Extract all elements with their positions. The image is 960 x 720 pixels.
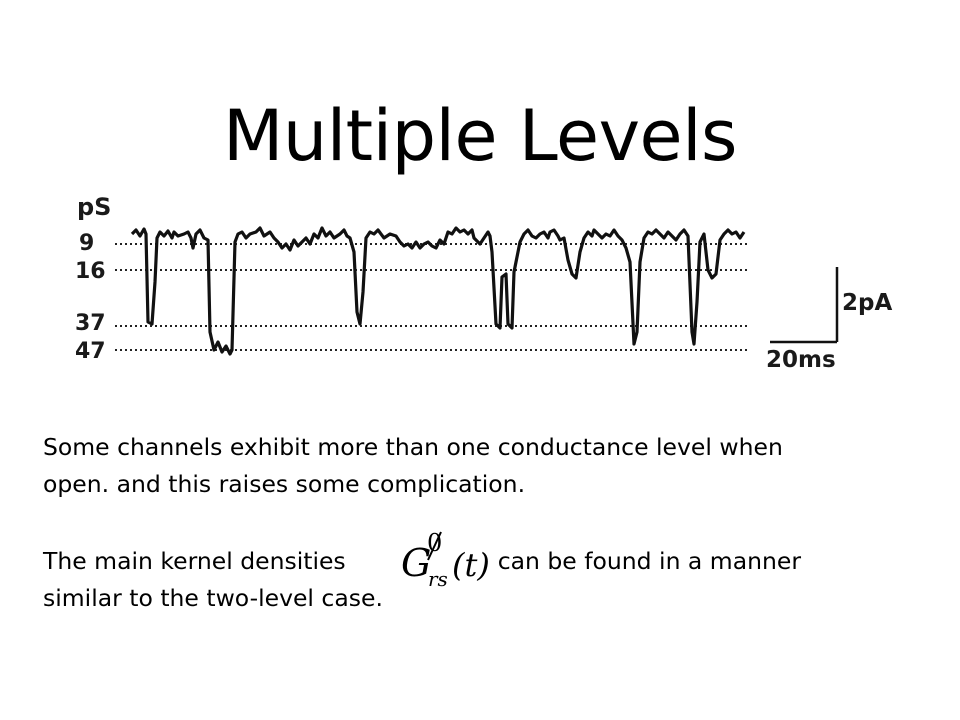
level-label-37: 37 [75,311,106,336]
paragraph-2-line-2: similar to the two-level case. [43,584,383,612]
slide-title: Multiple Levels [222,95,738,177]
paragraph-2-before-formula: The main kernel densities [43,547,346,575]
kernel-density-formula: G 0 rs (t) [397,524,507,594]
paragraph-2-line-1: The main kernel densities can be found in… [43,543,923,580]
scale-bar-time-label: 20ms [766,347,836,373]
scale-bar-current-label: 2pA [842,290,892,316]
formula-argument: (t) [452,546,490,584]
paragraph-1-line-2: open. and this raises some complication. [43,470,526,498]
level-label-16: 16 [75,259,106,284]
level-label-47: 47 [75,339,106,364]
formula-base: G [401,541,431,585]
recording-svg: pS 9 16 37 47 2pA 20ms [75,193,892,373]
current-trace [130,226,746,356]
level-label-9: 9 [79,231,94,256]
paragraph-1-line-1: Some channels exhibit more than one cond… [43,433,783,461]
channel-recording-figure: pS 9 16 37 47 2pA 20ms [60,182,920,407]
unit-label: pS [77,193,111,221]
scale-bar [770,267,839,344]
paragraph-2-after-formula: can be found in a manner [497,547,802,575]
paragraph-1: Some channels exhibit more than one cond… [43,429,923,503]
formula-slash [427,531,442,561]
formula-svg: G 0 rs (t) [401,529,490,591]
paragraph-2: The main kernel densities can be found in… [43,543,923,617]
formula-subscript: rs [428,567,448,591]
